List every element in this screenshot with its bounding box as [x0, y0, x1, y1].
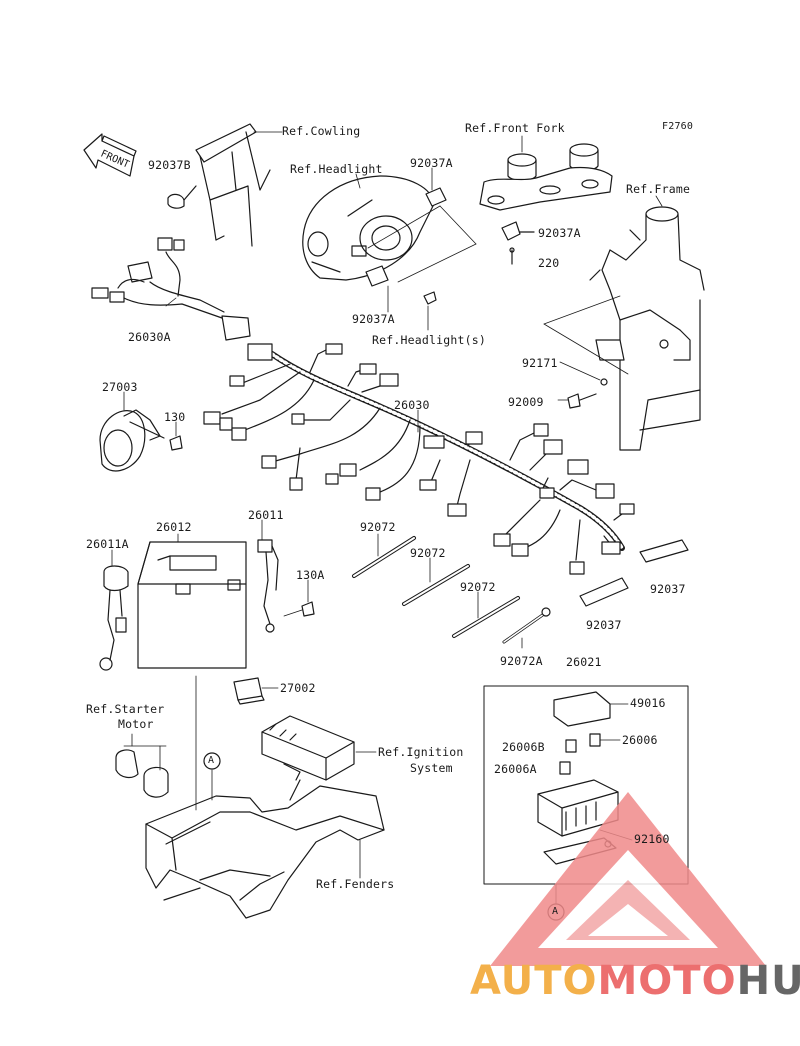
label-92171: 92171: [522, 356, 558, 370]
starter-motor-part-1: [115, 749, 139, 779]
label-26006b: 26006B: [502, 740, 545, 754]
main-harness-26030: [203, 343, 635, 575]
label-26021: 26021: [566, 655, 602, 669]
watermark-logo-icon: [490, 792, 766, 966]
label-92072-2: 92072: [410, 546, 446, 560]
battery-26012: [137, 541, 247, 669]
cowling-stay-bracket: [195, 123, 271, 247]
label-26006: 26006: [622, 733, 658, 747]
label-ref-cowling: Ref.Cowling: [282, 124, 361, 138]
label-130: 130: [164, 410, 186, 424]
label-26030a: 26030A: [128, 330, 171, 344]
label-92037b: 92037B: [148, 158, 191, 172]
label-92072-1: 92072: [360, 520, 396, 534]
relay-27002: [233, 677, 265, 705]
battery-tray: [145, 779, 385, 919]
label-92037a-bottom: 92037A: [352, 312, 395, 326]
clamp-92037a-bottom: [365, 265, 389, 287]
frame: [589, 206, 705, 451]
ignition-unit: [261, 715, 355, 781]
cable-tie-92072a: [502, 607, 551, 644]
battery-cable-26011a: [99, 565, 129, 671]
front-arrow-icon: FRONT: [83, 133, 137, 177]
clamp-92037b: [167, 185, 197, 209]
sub-harness-26030a: [91, 237, 251, 341]
clamp-92037-1: [639, 539, 689, 563]
label-92072-3: 92072: [460, 580, 496, 594]
watermark-part-moto: MOTO: [597, 958, 737, 1004]
watermark-part-hub: HUB: [736, 958, 800, 1004]
label-220: 220: [538, 256, 560, 270]
label-ref-ignition-line1: Ref.Ignition: [378, 745, 464, 759]
clamp-92037a-top: [425, 187, 447, 207]
cable-tie-92072-2: [402, 564, 470, 606]
label-130a: 130A: [296, 568, 325, 582]
label-circle-a-left: A: [208, 755, 215, 766]
label-27002: 27002: [280, 681, 316, 695]
label-ref-front-fork: Ref.Front Fork: [465, 121, 565, 135]
label-26011a: 26011A: [86, 537, 129, 551]
label-92072a: 92072A: [500, 654, 543, 668]
label-92160: 92160: [634, 832, 670, 846]
cable-tie-92072-3: [452, 596, 520, 638]
label-92037-1: 92037: [650, 582, 686, 596]
cable-tie-92072-1: [352, 536, 416, 578]
label-ref-starter-line2: Motor: [118, 717, 154, 731]
label-ref-headlight: Ref.Headlight: [290, 162, 383, 176]
horn-27003: [99, 409, 165, 472]
fuse-26006b: [565, 739, 577, 753]
fuse-box-cover-49016: [553, 691, 611, 727]
label-26012: 26012: [156, 520, 192, 534]
label-92037a-top: 92037A: [410, 156, 453, 170]
clamp-92037a-fork: [501, 221, 535, 241]
label-ref-fenders: Ref.Fenders: [316, 877, 395, 891]
fuse-26006: [589, 733, 601, 747]
label-26011: 26011: [248, 508, 284, 522]
watermark-text: AUTOMOTOHUB: [470, 958, 800, 1004]
screw-headlight: [423, 291, 437, 305]
label-27003: 27003: [102, 380, 138, 394]
label-ref-starter-line1: Ref.Starter: [86, 702, 165, 716]
bolt-92009: [567, 393, 597, 409]
circle-a-left-icon: [203, 752, 221, 770]
label-ref-frame: Ref.Frame: [626, 182, 691, 196]
headlight-assembly: [302, 175, 435, 281]
label-26006a: 26006A: [494, 762, 537, 776]
bolt-220: [509, 247, 515, 265]
fuse-26006a: [559, 761, 571, 775]
front-fork-clamp: [479, 143, 613, 211]
label-ref-ignition-line2: System: [410, 761, 453, 775]
bolt-130: [169, 435, 183, 451]
clamp-92037-2: [579, 577, 629, 607]
label-49016: 49016: [630, 696, 666, 710]
label-ref-headlights: Ref.Headlight(s): [372, 333, 486, 347]
label-92009: 92009: [508, 395, 544, 409]
starter-motor-part-2: [143, 766, 169, 798]
battery-cable-26011: [257, 539, 279, 633]
bolt-130a: [283, 601, 315, 617]
label-92037-2: 92037: [586, 618, 622, 632]
figure-code: F2760: [662, 121, 694, 132]
watermark-part-auto: AUTO: [470, 958, 598, 1004]
label-circle-a-right: A: [552, 906, 559, 917]
label-26030: 26030: [394, 398, 430, 412]
label-92037a-fork: 92037A: [538, 226, 581, 240]
